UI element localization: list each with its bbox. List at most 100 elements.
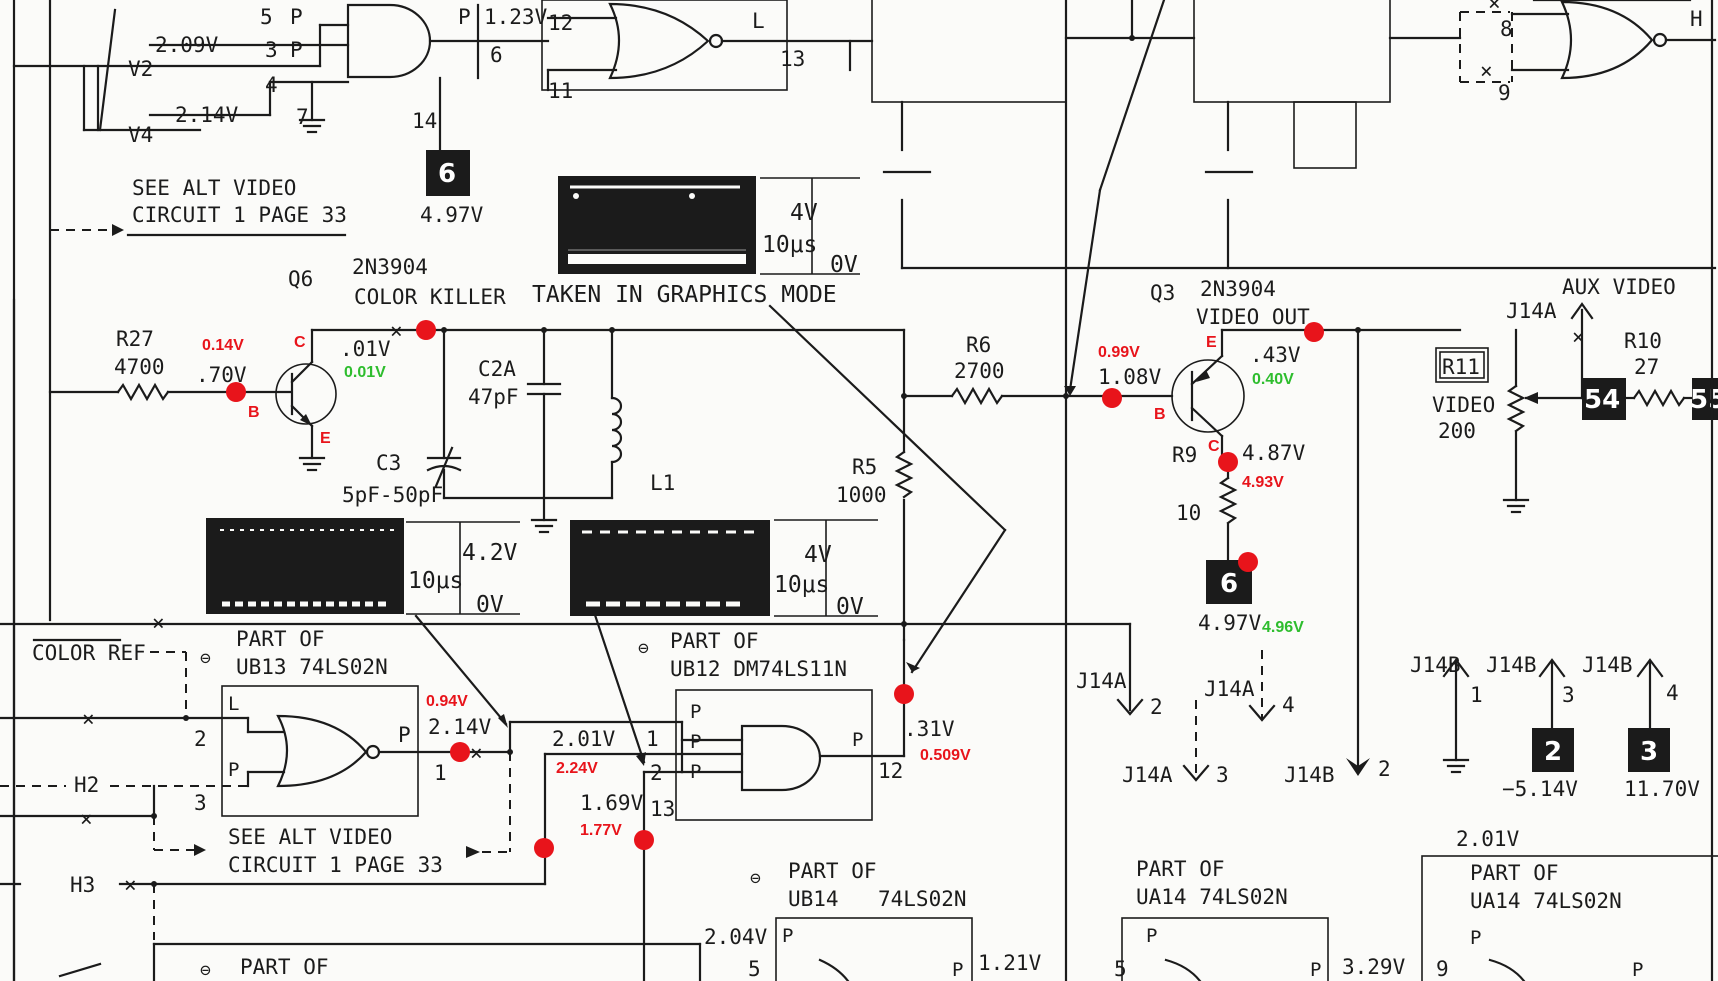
pin-label: 9 xyxy=(1436,957,1449,981)
minus-circle-icon: ⊖ xyxy=(750,868,761,889)
test-point-6-label: 6 xyxy=(438,159,456,189)
test-point-dot-icon[interactable] xyxy=(1238,552,1258,572)
q3-collector-measured: 4.93V xyxy=(1242,474,1284,491)
npn-transistor-icon xyxy=(275,363,337,425)
test-point-54-label: 54 xyxy=(1584,385,1620,415)
test-point-dot-icon[interactable] xyxy=(634,830,654,850)
j14a-4-label: J14A xyxy=(1204,677,1255,701)
ub12-part: UB12 DM74LS11N xyxy=(670,657,847,681)
q6-collector-measured: 0.01V xyxy=(344,364,386,381)
j14b-4-label: J14B xyxy=(1582,653,1633,677)
scope3-zero: 0V xyxy=(836,594,864,620)
ub12-and-gate: ⊖ PART OF UB12 DM74LS11N P P P P 1 2 13 … xyxy=(552,621,971,981)
ub13-output-measured: 0.94V xyxy=(426,693,468,710)
q3-collector-voltage: 4.87V xyxy=(1242,441,1306,465)
q3-emitter-measured: 0.40V xyxy=(1252,371,1294,388)
top-nor-gate: 12 11 L 13 xyxy=(541,0,874,103)
horizontal-bus: × J14A 2 xyxy=(0,611,1163,719)
q6-color-killer: Q6 2N3904 COLOR KILLER R27 4700 .70V .01… xyxy=(48,255,907,472)
r11-text: VIDEO xyxy=(1432,393,1495,417)
r9-value: 10 xyxy=(1176,501,1201,525)
q3-b-label: B xyxy=(1154,406,1166,423)
r11-value: 200 xyxy=(1438,419,1476,443)
pin-label: P xyxy=(458,5,471,29)
potentiometer-icon xyxy=(1506,384,1526,433)
ub14-part: UB14 xyxy=(788,887,839,911)
q3-ref: Q3 xyxy=(1150,281,1175,305)
pin-label: 9 xyxy=(1498,81,1511,105)
scope2-zero: 0V xyxy=(476,592,504,618)
j14a-3-label: J14A xyxy=(1122,763,1173,787)
test-point-55-icon xyxy=(1692,378,1718,420)
test-point-dot-icon[interactable] xyxy=(1218,452,1238,472)
ub14-output-voltage: 1.21V xyxy=(978,951,1042,975)
q6-b-label: B xyxy=(248,404,260,421)
test-point-dot-icon[interactable] xyxy=(450,742,470,762)
see-alt-video-note-2: SEE ALT VIDEO xyxy=(228,825,392,849)
ua14a-part: UA14 74LS02N xyxy=(1136,885,1288,909)
ground-icon xyxy=(1502,498,1530,514)
v4-label: V4 xyxy=(128,123,153,147)
scope3-timebase: 10μs xyxy=(774,572,829,598)
test-point-dot-icon[interactable] xyxy=(1102,388,1122,408)
aux-j14a-label: J14A xyxy=(1506,299,1557,323)
bottom-part-label: PART OF xyxy=(240,955,329,979)
c3-value: 5pF-50pF xyxy=(342,483,443,507)
q6-base-measured: 0.14V xyxy=(202,337,244,354)
ub12-output-voltage: .31V xyxy=(904,717,955,741)
x-mark: × xyxy=(152,611,165,635)
test-point-dot-icon[interactable] xyxy=(416,320,436,340)
ub14-nor-gate: ⊖ PART OF UB14 74LS02N 2.04V P 5 P 1.21V… xyxy=(58,859,1042,981)
j14a-3-pin: 3 xyxy=(1216,763,1229,787)
ua14b-head: PART OF xyxy=(1470,861,1559,885)
pin-label: 1 xyxy=(646,727,659,751)
test-point-dot-icon[interactable] xyxy=(226,382,246,402)
test-point-55-label: 55 xyxy=(1690,385,1718,415)
q3-name: VIDEO OUT xyxy=(1196,305,1310,329)
aux-video-section: AUX VIDEO J14A × R11 VIDEO 200 54 55 R10… xyxy=(1432,275,1718,514)
x-mark: × xyxy=(1480,59,1493,83)
j14b-2-label: J14B xyxy=(1284,763,1335,787)
ub12-input1-measured: 2.24V xyxy=(556,760,598,777)
test-point-markers xyxy=(226,320,1324,858)
q6-c-label: C xyxy=(294,334,306,351)
resistor-icon xyxy=(1218,476,1238,525)
ub14-head: PART OF xyxy=(788,859,877,883)
r27-value: 4700 xyxy=(114,355,165,379)
pin-label: H xyxy=(1690,7,1703,31)
j14a-4-pin: 4 xyxy=(1282,693,1295,717)
h3-label: H3 xyxy=(70,873,95,897)
x-mark: × xyxy=(82,707,95,731)
latch-2 xyxy=(1193,0,1462,270)
r9-test-point: 6 xyxy=(1220,569,1238,599)
test-point-dot-icon[interactable] xyxy=(534,838,554,858)
see-alt-video-note: CIRCUIT 1 PAGE 33 xyxy=(132,203,347,227)
q3-emitter-voltage: .43V xyxy=(1250,343,1301,367)
pin-label: 12 xyxy=(548,11,573,35)
resistor-icon xyxy=(1632,388,1686,408)
resistor-icon xyxy=(950,386,1004,406)
pin-label: 13 xyxy=(780,47,805,71)
test-point-2-label: 2 xyxy=(1544,737,1562,767)
color-ref-label: COLOR REF xyxy=(32,641,146,665)
v2-label: V2 xyxy=(128,57,153,81)
test-point-3-voltage: 11.70V xyxy=(1624,777,1700,801)
ground-icon xyxy=(298,118,326,134)
pin-label: 4 xyxy=(265,73,278,97)
q3-e-label: E xyxy=(1206,334,1217,351)
nor-gate-icon xyxy=(276,714,368,788)
test-point-dot-icon[interactable] xyxy=(1304,322,1324,342)
test-point-dot-icon[interactable] xyxy=(894,684,914,704)
pin-label: 5 xyxy=(748,957,761,981)
pin-label: 2 xyxy=(650,761,663,785)
ua14a-voltage: 3.29V xyxy=(1342,955,1406,979)
nand-output-voltage: 1.23V xyxy=(484,5,548,29)
scope-trace-graphics-mode: 4V 10μs 0V TAKEN IN GRAPHICS MODE xyxy=(532,176,1007,674)
x-mark: × xyxy=(1572,325,1585,349)
pin-label: P xyxy=(290,5,303,29)
q3-base-voltage: 1.08V xyxy=(1098,365,1162,389)
test-point-6-voltage: 4.97V xyxy=(420,203,484,227)
scope-zero: 0V xyxy=(830,252,858,278)
ground-icon xyxy=(298,456,326,472)
